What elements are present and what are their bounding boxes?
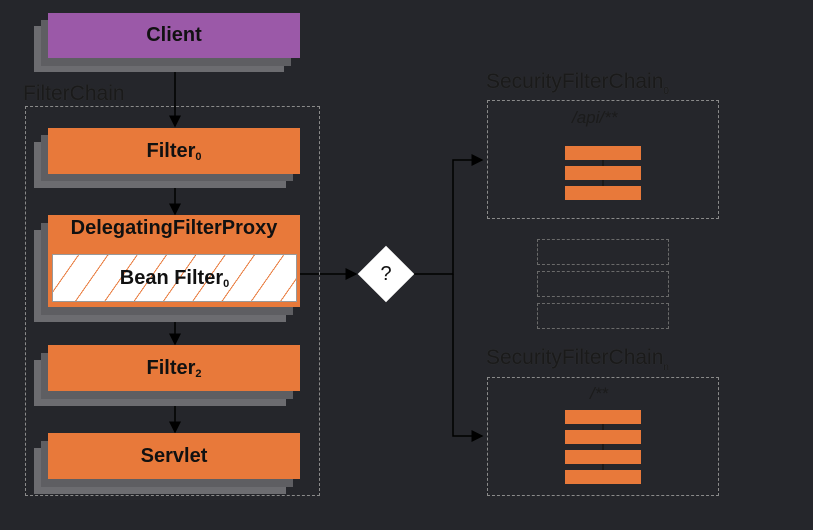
security-filter-bar	[565, 430, 641, 444]
filter-chain-title: FilterChain	[23, 82, 125, 105]
security-chain-n-title: SecurityFilterChainn	[486, 346, 669, 373]
bean-filter-label: Bean Filter	[119, 266, 224, 289]
security-filter-bar	[565, 146, 641, 160]
servlet-label: Servlet	[140, 444, 208, 467]
security-chain-0-name: SecurityFilterChain	[486, 70, 664, 93]
more-chains-placeholder	[537, 271, 669, 297]
security-filter-bar	[565, 470, 641, 484]
security-chain-0-title: SecurityFilterChain0	[486, 70, 669, 97]
filter-chain-container	[25, 106, 320, 496]
client-box: Client	[48, 13, 300, 58]
security-filter-connector	[602, 180, 604, 186]
security-filter-bar	[565, 410, 641, 424]
security-filter-connector	[602, 424, 604, 430]
filter0-label: Filter	[146, 139, 196, 162]
decision-branch-link-n	[452, 274, 484, 442]
more-chains-placeholder	[537, 239, 669, 265]
security-filter-connector	[602, 160, 604, 166]
security-filter-bar	[565, 166, 641, 180]
client-label: Client	[146, 24, 202, 46]
security-filter-connector	[602, 444, 604, 450]
security-chain-0-subscript: 0	[663, 86, 669, 97]
security-chain-n-name: SecurityFilterChain	[486, 346, 664, 369]
more-chains-placeholder	[537, 303, 669, 329]
security-chain-0-pattern: /api/**	[572, 108, 618, 127]
security-chain-n-pattern: /**	[590, 384, 608, 403]
security-chain-n-container	[487, 377, 719, 496]
bean-filter-subscript: 0	[223, 278, 230, 290]
decision-label: ?	[380, 263, 392, 285]
filter0-subscript: 0	[195, 151, 202, 163]
security-filter-connector	[602, 464, 604, 470]
delegating-label: DelegatingFilterProxy	[70, 217, 278, 239]
filter2-subscript: 2	[195, 368, 202, 380]
servlet-box: Servlet	[48, 433, 300, 479]
security-chain-n-subscript: n	[663, 362, 669, 373]
filter2-label: Filter	[146, 356, 196, 379]
decision-branch-link	[414, 154, 484, 275]
security-filter-bar	[565, 450, 641, 464]
security-chain-0-container	[487, 100, 719, 219]
security-filter-bar	[565, 186, 641, 200]
